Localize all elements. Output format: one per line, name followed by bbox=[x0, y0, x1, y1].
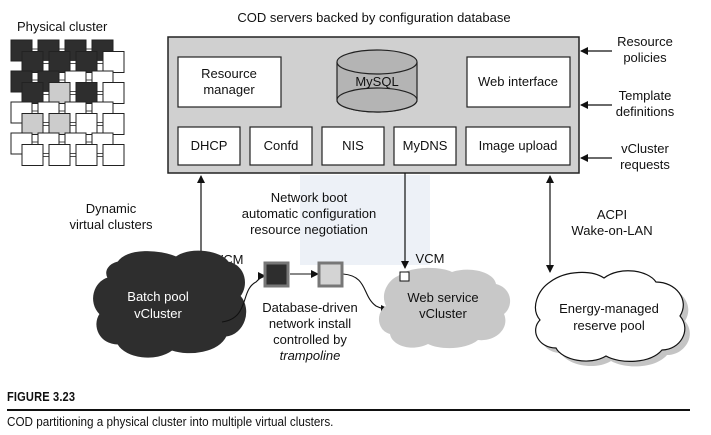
service-label: Image upload bbox=[479, 138, 558, 153]
batch-to-install-connector bbox=[221, 272, 266, 323]
acpi-line1: ACPI bbox=[597, 207, 627, 222]
install-line4: trampoline bbox=[280, 348, 341, 363]
input-label: vCluster bbox=[621, 141, 669, 156]
cluster-node-light bbox=[48, 82, 71, 104]
cluster-node-white bbox=[75, 144, 98, 166]
service-box bbox=[393, 126, 457, 166]
mysql-label: MySQL bbox=[355, 74, 398, 89]
service-box bbox=[465, 126, 571, 166]
cluster-node-white bbox=[102, 113, 125, 135]
resource-manager-line2: manager bbox=[203, 82, 255, 97]
cluster-node-white bbox=[102, 144, 125, 166]
cluster-node-dark bbox=[75, 82, 98, 104]
reserve-pool-cloud bbox=[535, 270, 686, 362]
service-label: MyDNS bbox=[403, 138, 448, 153]
cluster-node-dark bbox=[21, 82, 44, 104]
physical-cluster-title: Physical cluster bbox=[17, 19, 108, 34]
cluster-node-dark bbox=[48, 51, 71, 73]
install-node-dark bbox=[263, 261, 290, 288]
cod-diagram: Physical cluster COD servers backed by c… bbox=[10, 10, 690, 367]
cluster-node-white bbox=[102, 51, 125, 73]
mysql-database-icon bbox=[336, 49, 418, 113]
acpi-line2: Wake-on-LAN bbox=[571, 223, 652, 238]
batch-pool-line2: vCluster bbox=[134, 306, 182, 321]
input-label: requests bbox=[620, 157, 670, 172]
input-label: definitions bbox=[616, 104, 675, 119]
input-label: Template bbox=[619, 88, 672, 103]
network-boot-line1: Network boot bbox=[271, 190, 348, 205]
services-row: DHCP Confd NIS MyDNS Image upload bbox=[177, 126, 571, 166]
service-label: DHCP bbox=[191, 138, 228, 153]
install-line3: controlled by bbox=[273, 332, 347, 347]
web-service-line1: Web service bbox=[407, 290, 478, 305]
cluster-node-white bbox=[48, 144, 71, 166]
cluster-node-white bbox=[21, 144, 44, 166]
resource-manager-box bbox=[177, 56, 282, 108]
service-box bbox=[249, 126, 313, 166]
web-service-cloud bbox=[378, 267, 511, 349]
service-label: NIS bbox=[342, 138, 364, 153]
batch-pool-line1: Batch pool bbox=[127, 289, 189, 304]
cluster-node-light bbox=[48, 113, 71, 135]
web-service-line2: vCluster bbox=[419, 306, 467, 321]
cod-servers-title: COD servers backed by configuration data… bbox=[237, 10, 510, 25]
input-label: policies bbox=[623, 50, 667, 65]
vcm-right-label: VCM bbox=[416, 251, 445, 266]
service-box bbox=[321, 126, 385, 166]
install-node-light bbox=[317, 261, 344, 288]
install-line1: Database-driven bbox=[262, 300, 357, 315]
network-boot-line2: automatic configuration bbox=[242, 206, 376, 221]
physical-cluster-grid bbox=[10, 39, 125, 166]
input-label: Resource bbox=[617, 34, 673, 49]
reserve-pool-line1: Energy-managed bbox=[559, 301, 659, 316]
web-interface-label: Web interface bbox=[478, 74, 558, 89]
figure-caption: COD partitioning a physical cluster into… bbox=[7, 414, 334, 429]
cluster-node-dark bbox=[75, 51, 98, 73]
cluster-node-dark bbox=[21, 51, 44, 73]
web-interface-box bbox=[466, 56, 571, 108]
install-line2: network install bbox=[269, 316, 351, 331]
reserve-pool-line2: reserve pool bbox=[573, 318, 645, 333]
cluster-node-white bbox=[75, 113, 98, 135]
resource-manager-line1: Resource bbox=[201, 66, 257, 81]
figure-rule bbox=[7, 409, 690, 411]
batch-pool-cloud bbox=[93, 250, 247, 358]
service-label: Confd bbox=[264, 138, 299, 153]
service-box bbox=[177, 126, 241, 166]
dynamic-clusters-line1: Dynamic bbox=[86, 201, 137, 216]
vcm-node bbox=[399, 271, 410, 282]
network-boot-line3: resource negotiation bbox=[250, 222, 368, 237]
dynamic-clusters-line2: virtual clusters bbox=[69, 217, 153, 232]
figure-label: FIGURE 3.23 bbox=[7, 389, 76, 404]
cluster-node-white bbox=[102, 82, 125, 104]
cluster-node-light bbox=[21, 113, 44, 135]
